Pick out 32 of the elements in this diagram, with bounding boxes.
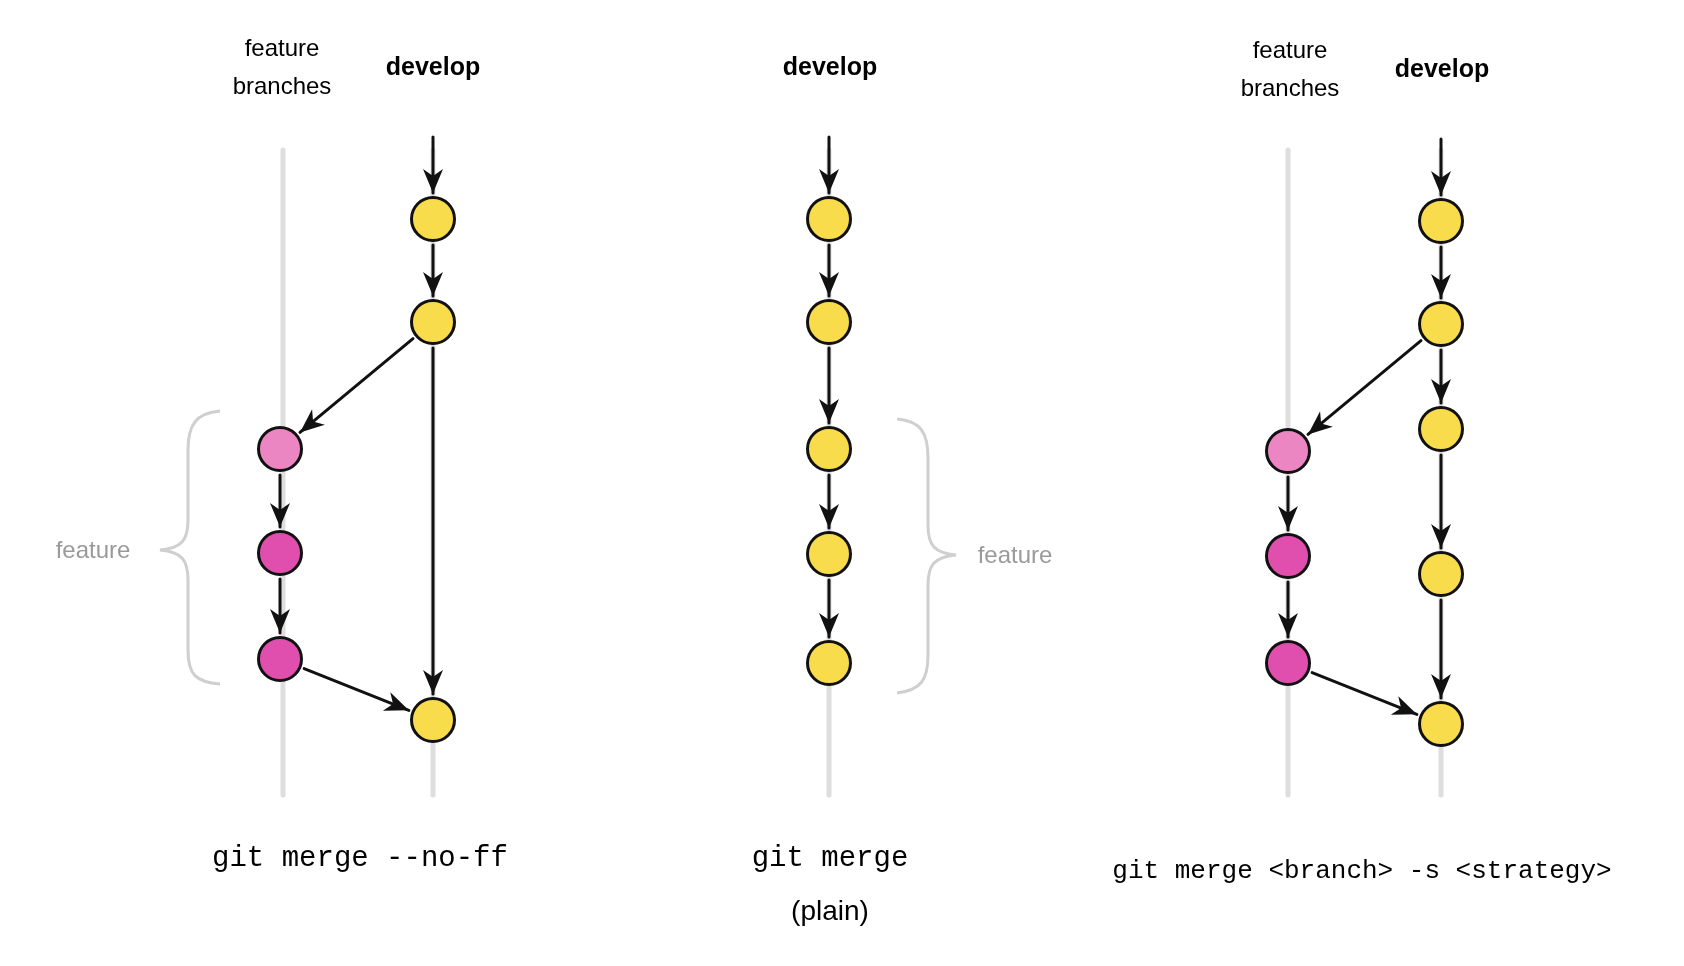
arrow	[1431, 137, 1451, 197]
arrow	[298, 337, 415, 434]
arrow	[423, 243, 443, 298]
arrow	[1431, 245, 1451, 300]
column-heading: feature branches	[231, 33, 333, 101]
arrow	[1306, 339, 1423, 436]
arrow	[819, 346, 839, 425]
branch-heading: develop	[781, 51, 879, 83]
arrow	[1431, 598, 1451, 700]
arrow	[423, 346, 443, 696]
arrow	[302, 667, 411, 712]
arrow	[1278, 580, 1298, 639]
caption-note: (plain)	[790, 894, 870, 928]
arrow	[819, 578, 839, 639]
brace-label: feature	[54, 535, 132, 565]
arrow	[819, 243, 839, 298]
branch-heading: develop	[1393, 53, 1491, 85]
arrow	[270, 473, 290, 529]
column-heading: feature branches	[1239, 35, 1341, 103]
command-caption: git merge	[750, 841, 910, 878]
command-caption: git merge --no-ff	[211, 841, 509, 878]
arrow	[270, 577, 290, 635]
arrow	[819, 473, 839, 530]
brace-label: feature	[976, 540, 1054, 570]
arrow	[1310, 671, 1419, 716]
command-caption: git merge <branch> -s <strategy>	[1111, 854, 1613, 888]
arrow	[819, 135, 839, 195]
branch-heading: develop	[384, 51, 482, 83]
arrow	[1431, 348, 1451, 405]
arrow	[1431, 453, 1451, 550]
arrow	[423, 135, 443, 195]
arrow	[1278, 475, 1298, 532]
